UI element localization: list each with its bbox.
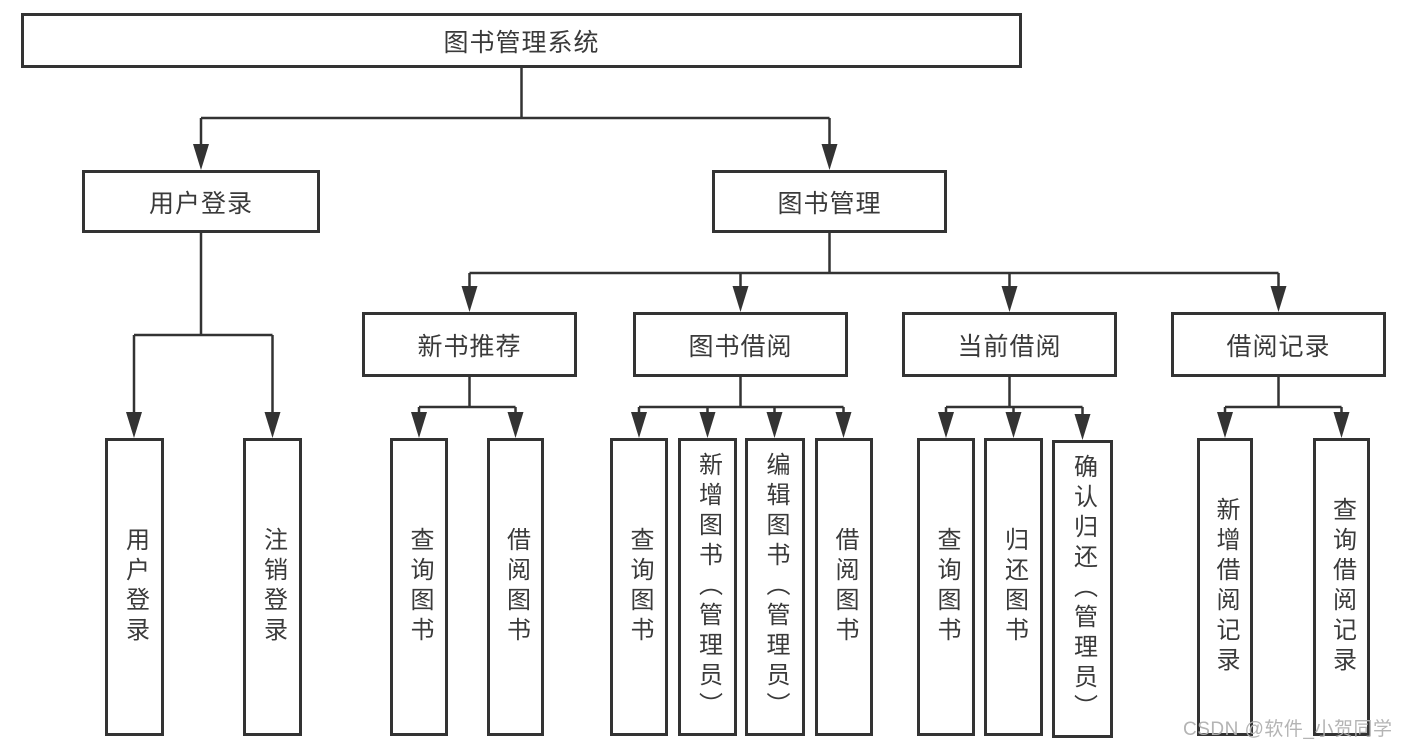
arrowhead-current-return — [1005, 412, 1022, 438]
node-new-book-recommend: 新书推荐 — [362, 312, 577, 377]
arrowhead-current-borrowing — [1001, 286, 1018, 312]
arrowhead-borrowing-query — [631, 412, 647, 438]
leaf-user-login: 用户登录 — [105, 438, 164, 736]
arrowhead-borrowing-borrow — [835, 412, 852, 438]
csdn-watermark: CSDN @软件_小贺同学 — [1183, 719, 1393, 740]
leaf-records-query-record: 查询借阅记录 — [1313, 438, 1370, 736]
leaf-recommend-query-book: 查询图书 — [390, 438, 448, 736]
node-current-borrowing: 当前借阅 — [902, 312, 1117, 377]
arrowhead-book-borrowing — [732, 286, 749, 312]
leaf-current-return-book: 归还图书 — [984, 438, 1043, 736]
arrowhead-leaf-logout — [264, 412, 281, 438]
leaf-borrowing-borrow-book: 借阅图书 — [815, 438, 873, 736]
leaf-records-add-record: 新增借阅记录 — [1197, 438, 1253, 736]
arrowhead-borrowing-add — [699, 412, 716, 438]
arrowhead-current-query — [938, 412, 954, 438]
arrowhead-records-add — [1217, 412, 1233, 438]
arrowhead-new-book-recommend — [461, 286, 478, 312]
leaf-recommend-borrow-book: 借阅图书 — [487, 438, 544, 736]
arrowhead-records-query — [1333, 412, 1350, 438]
leaf-current-confirm-return: 确认归还（管理员） — [1052, 440, 1113, 738]
leaf-borrowing-query-book: 查询图书 — [610, 438, 668, 736]
arrowhead-recommend-borrow — [507, 412, 524, 438]
arrowhead-recommend-query — [411, 412, 427, 438]
arrowhead-leaf-user-login — [126, 412, 142, 438]
arrowhead-borrowing-edit — [766, 412, 783, 438]
node-borrowing-records: 借阅记录 — [1171, 312, 1386, 377]
leaf-borrowing-add-book: 新增图书（管理员） — [678, 438, 737, 736]
leaf-logout: 注销登录 — [243, 438, 302, 736]
arrowhead-borrowing-records — [1270, 286, 1287, 312]
node-root: 图书管理系统 — [21, 13, 1022, 68]
arrowhead-current-confirm — [1074, 414, 1091, 440]
leaf-current-query-book: 查询图书 — [917, 438, 975, 736]
node-book-management: 图书管理 — [712, 170, 947, 233]
arrowhead-user-login — [193, 144, 209, 170]
node-user-login: 用户登录 — [82, 170, 320, 233]
arrowhead-book-management — [821, 144, 838, 170]
node-book-borrowing: 图书借阅 — [633, 312, 848, 377]
leaf-borrowing-edit-book: 编辑图书（管理员） — [745, 438, 805, 736]
